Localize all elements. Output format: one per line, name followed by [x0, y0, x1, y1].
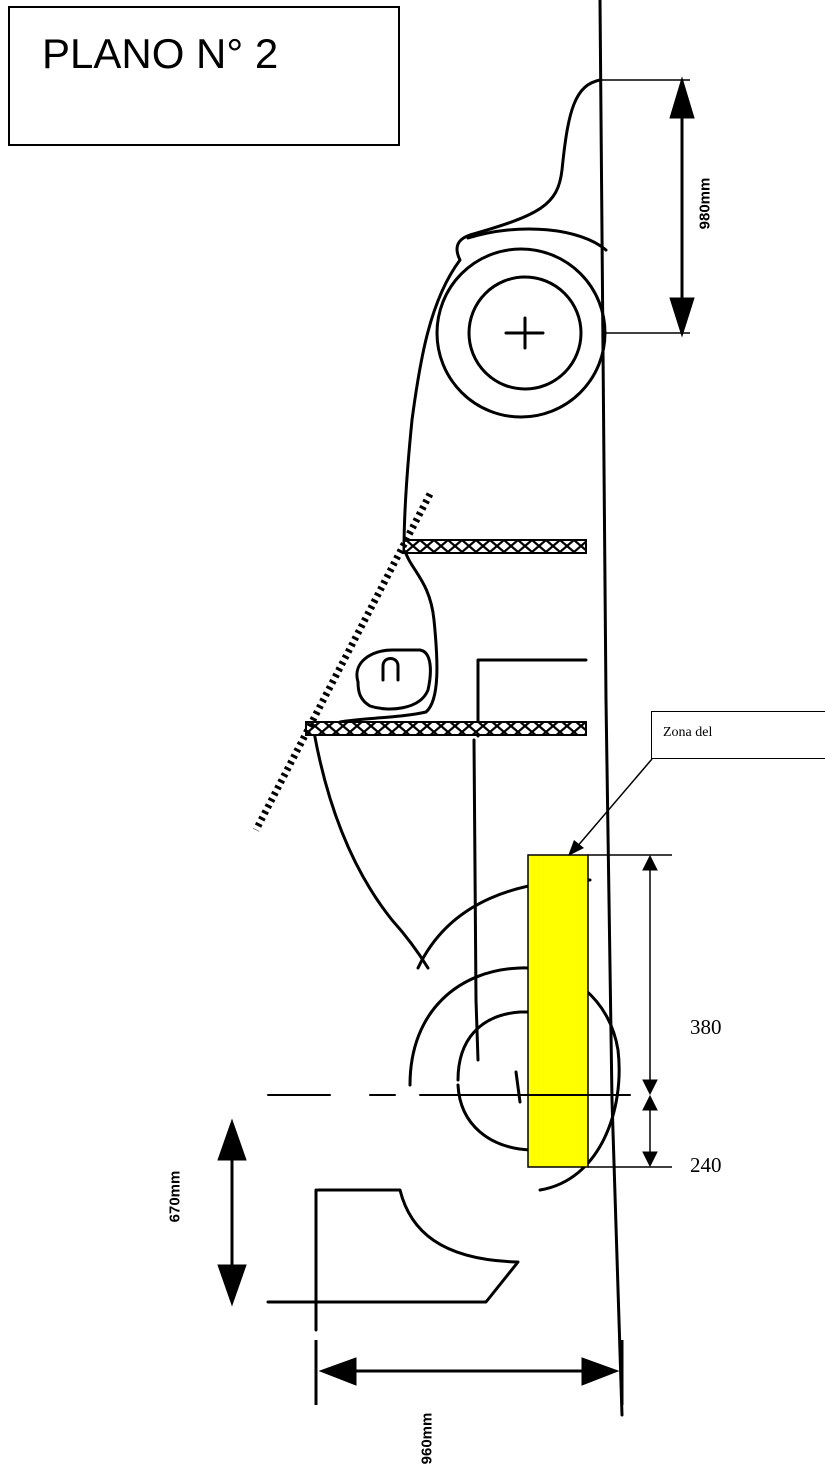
zone-highlight — [527, 854, 589, 1168]
roll-bar-lower — [305, 721, 587, 736]
dim-overall-depth — [314, 1340, 624, 1405]
dim-rear-height — [217, 1118, 247, 1307]
dotted-diagonal — [252, 492, 434, 832]
body-outline-lower — [312, 730, 430, 970]
cabin-outline — [338, 546, 439, 724]
rear-axle-mark — [514, 1070, 522, 1104]
dim-front-height — [600, 76, 695, 338]
front-wheel-arch — [466, 227, 608, 252]
rear-bumper — [266, 1188, 520, 1332]
mirror-detail — [381, 657, 400, 682]
front-height-label: 980mm — [696, 177, 714, 230]
rear-wheel-inner — [456, 1010, 542, 1082]
dim-zone-split — [588, 854, 672, 1168]
front-axle-mark — [504, 316, 545, 350]
roll-bar-upper — [403, 539, 587, 554]
body-outline-front — [402, 78, 602, 552]
door-handle — [355, 648, 432, 711]
callout-label: Zona del — [663, 725, 713, 740]
front-wheel-hub — [467, 275, 583, 391]
overall-depth-label: 960mm — [418, 1412, 436, 1464]
callout-leader — [575, 758, 653, 849]
zone-upper-label: 380 — [690, 1015, 722, 1039]
callout-arrowhead — [568, 840, 584, 856]
rear-height-label: 670mm — [166, 1170, 184, 1223]
zone-lower-label: 240 — [690, 1153, 722, 1177]
reference-line — [598, 0, 624, 1417]
inner-frame — [476, 658, 588, 738]
callout-box: Zona del — [651, 711, 825, 759]
title-box: PLANO N° 2 — [8, 6, 400, 146]
plan-title: PLANO N° 2 — [42, 30, 279, 77]
inner-pillar — [472, 738, 480, 1062]
rear-wheel-inner-b — [456, 1083, 532, 1152]
